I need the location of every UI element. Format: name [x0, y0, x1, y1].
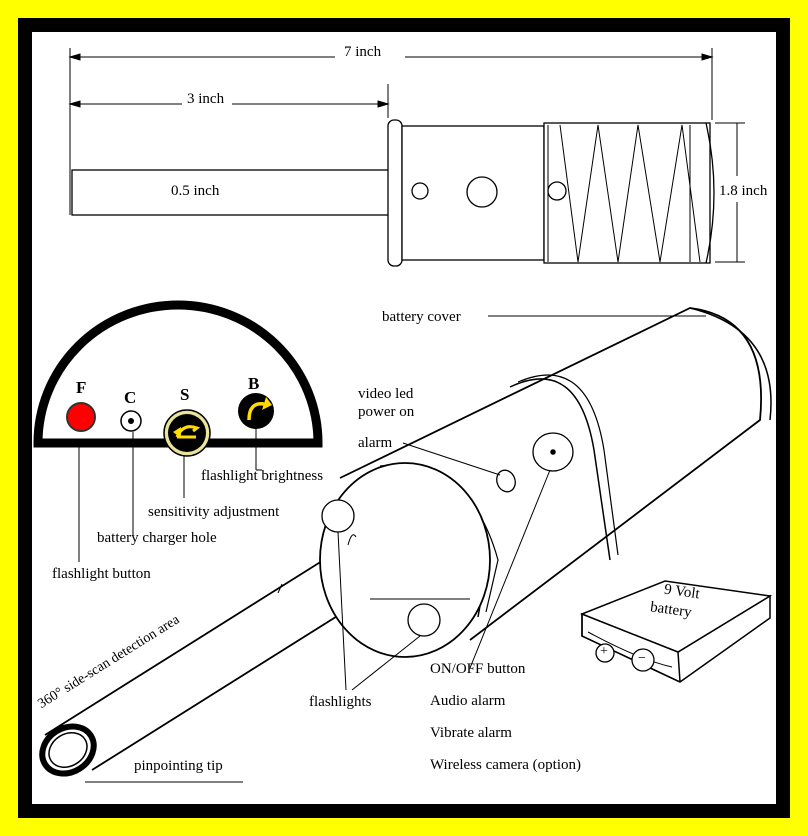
- button-letter-f: F: [76, 378, 87, 397]
- button-letter-s: S: [180, 385, 190, 404]
- label-video-led: video led: [358, 386, 414, 402]
- plus-terminal-icon: [595, 643, 615, 663]
- panel-leader-lines: [78, 429, 262, 562]
- device-leader-lines: [85, 315, 706, 783]
- dimension-lines: [68, 48, 745, 263]
- label-flashlight-button: flashlight button: [52, 566, 151, 582]
- label-audio-alarm: Audio alarm: [430, 693, 506, 709]
- label-flashlight-brightness: flashlight brightness: [201, 468, 324, 484]
- label-flashlights: flashlights: [309, 694, 372, 710]
- flashlight-button-icon: [66, 402, 96, 432]
- dim-3-inch: 3 inch: [187, 91, 225, 107]
- label-battery-charger-hole: battery charger hole: [97, 530, 217, 546]
- battery-plus-sign: +: [600, 644, 608, 659]
- label-battery-cover: battery cover: [382, 309, 461, 325]
- brightness-button-icon: [238, 393, 274, 429]
- label-on-off-button: ON/OFF button: [430, 661, 526, 677]
- battery-drawing: [579, 580, 773, 683]
- dim-0-5-inch: 0.5 inch: [171, 183, 220, 199]
- main-device: [39, 307, 772, 777]
- dim-1-8-inch: 1.8 inch: [719, 183, 768, 199]
- label-sensitivity-adjustment: sensitivity adjustment: [148, 504, 280, 520]
- dim-7-inch: 7 inch: [344, 44, 382, 60]
- label-wireless-camera: Wireless camera (option): [430, 757, 581, 773]
- battery-minus-sign: −: [638, 651, 646, 666]
- label-alarm: alarm: [358, 435, 393, 451]
- button-letter-c: C: [124, 388, 137, 407]
- label-power-on: power on: [358, 404, 415, 420]
- minus-terminal-icon: [631, 648, 655, 672]
- label-vibrate-alarm: Vibrate alarm: [430, 725, 512, 741]
- label-pinpointing-tip: pinpointing tip: [134, 758, 223, 774]
- sensitivity-button-icon: [168, 414, 206, 452]
- control-panel: [33, 300, 323, 457]
- button-letter-b: B: [248, 374, 260, 393]
- side-view-device: [71, 119, 715, 267]
